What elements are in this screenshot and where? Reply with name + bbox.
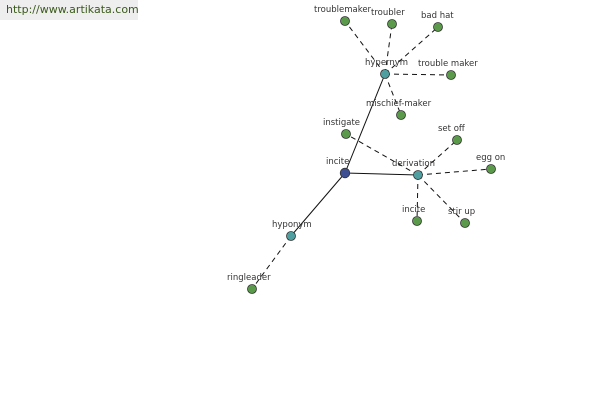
leaf-node-incite[interactable] [412, 216, 422, 226]
leaf-label-instigate: instigate [323, 118, 360, 128]
leaf-label-set-off: set off [438, 124, 466, 134]
leaf-node-trouble-maker[interactable] [446, 70, 456, 80]
edge-bad-hat [384, 26, 439, 75]
edge-incite [416, 174, 419, 222]
leaf-node-troubler[interactable] [387, 19, 397, 29]
graph-nodes [247, 16, 496, 294]
root-label-incite: incite [326, 157, 349, 167]
relation-node-hypernym[interactable] [380, 69, 390, 79]
source-url-banner[interactable]: http://www.artikata.com [0, 0, 139, 20]
edge-derivation [344, 172, 419, 176]
leaf-node-instigate[interactable] [341, 129, 351, 139]
edge-egg-on [417, 168, 492, 176]
leaf-label-troubler: troubler [371, 8, 405, 18]
graph-edges [251, 20, 492, 290]
edge-ringleader [251, 235, 292, 290]
root-node-incite[interactable] [339, 167, 351, 179]
leaf-node-ringleader[interactable] [247, 284, 257, 294]
relation-label-derivation: derivation [392, 159, 435, 169]
edge-mischief-maker [384, 73, 402, 116]
leaf-label-mischief-maker: mischief-maker [366, 99, 432, 109]
edge-hyponym [290, 172, 346, 237]
edge-instigate [345, 133, 419, 176]
leaf-node-set-off[interactable] [452, 135, 462, 145]
relation-label-hyponym: hyponym [272, 220, 312, 230]
edge-set-off [417, 139, 458, 176]
leaf-node-stir-up[interactable] [460, 218, 470, 228]
leaf-label-stir-up: stir up [448, 207, 475, 217]
edge-hypernym [344, 73, 386, 174]
edge-troublemaker [344, 20, 386, 75]
leaf-label-troublemaker: troublemaker [314, 5, 372, 15]
leaf-node-mischief-maker[interactable] [396, 110, 406, 120]
edge-trouble-maker [384, 73, 452, 76]
leaf-node-egg-on[interactable] [486, 164, 496, 174]
leaf-label-incite: incite [402, 205, 425, 215]
leaf-label-trouble-maker: trouble maker [418, 59, 478, 69]
leaf-label-bad-hat: bad hat [421, 11, 454, 21]
relation-node-derivation[interactable] [413, 170, 423, 180]
leaf-node-troublemaker[interactable] [340, 16, 350, 26]
edge-stir-up [417, 174, 466, 224]
relation-node-hyponym[interactable] [286, 231, 296, 241]
relation-label-hypernym: hypernym [365, 58, 408, 68]
leaf-node-bad-hat[interactable] [433, 22, 443, 32]
leaf-label-egg-on: egg on [476, 153, 505, 163]
leaf-label-ringleader: ringleader [227, 273, 271, 283]
